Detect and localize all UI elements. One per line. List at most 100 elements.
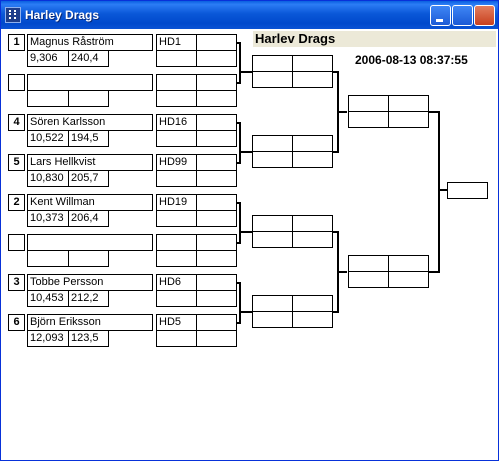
bracket-line [239, 282, 241, 324]
close-button[interactable] [474, 5, 495, 26]
result-field[interactable] [156, 130, 197, 147]
round2-field[interactable] [252, 151, 293, 168]
bracket-line [239, 231, 253, 233]
bracket-line [236, 282, 241, 284]
semifinal-field[interactable] [388, 111, 429, 128]
semifinal-field[interactable] [388, 255, 429, 272]
result-field[interactable] [196, 330, 237, 347]
speed-field[interactable]: 206,4 [68, 210, 109, 227]
result-field[interactable] [196, 90, 237, 107]
speed-field[interactable]: 205,7 [68, 170, 109, 187]
seed-number: 1 [8, 34, 25, 51]
result-field[interactable] [156, 50, 197, 67]
round2-field[interactable] [252, 71, 293, 88]
result-field[interactable] [196, 290, 237, 307]
bracket-line [236, 42, 241, 44]
semifinal-field[interactable] [348, 95, 389, 112]
semifinal-field[interactable] [348, 271, 389, 288]
result-field[interactable] [196, 170, 237, 187]
bracket-line [236, 122, 241, 124]
racer-name-field[interactable]: Magnus Råström [27, 34, 153, 51]
time-field[interactable]: 10,522 [27, 130, 69, 147]
semifinal-field[interactable] [348, 111, 389, 128]
round2-field[interactable] [292, 135, 333, 152]
racer-name-field[interactable] [27, 234, 153, 251]
seed-number: 2 [8, 194, 25, 211]
speed-field[interactable]: 240,4 [68, 50, 109, 67]
result-field[interactable] [196, 194, 237, 211]
result-field[interactable] [156, 330, 197, 347]
racer-name-field[interactable]: Tobbe Persson [27, 274, 153, 291]
result-field[interactable] [196, 210, 237, 227]
round2-field[interactable] [292, 295, 333, 312]
time-field[interactable] [27, 90, 69, 107]
result-field[interactable] [196, 274, 237, 291]
racer-name-field[interactable]: Björn Eriksson [27, 314, 153, 331]
racer-name-field[interactable]: Kent Willman [27, 194, 153, 211]
time-field[interactable] [27, 250, 69, 267]
bracket-line [239, 311, 253, 313]
bracket-line [236, 242, 241, 244]
bracket-line [438, 111, 440, 273]
bracket-line [239, 71, 253, 73]
speed-field[interactable]: 194,5 [68, 130, 109, 147]
speed-field[interactable]: 212,2 [68, 290, 109, 307]
result-field[interactable] [196, 154, 237, 171]
time-field[interactable]: 10,830 [27, 170, 69, 187]
speed-field[interactable] [68, 250, 109, 267]
result-field[interactable] [156, 250, 197, 267]
round2-field[interactable] [292, 71, 333, 88]
racer-name-field[interactable]: Lars Hellkvist [27, 154, 153, 171]
round2-field[interactable] [292, 151, 333, 168]
result-field[interactable] [196, 314, 237, 331]
round2-field[interactable] [252, 135, 293, 152]
final-winner-field[interactable] [447, 182, 488, 199]
time-field[interactable]: 10,453 [27, 290, 69, 307]
result-field[interactable] [196, 114, 237, 131]
result-field[interactable] [196, 74, 237, 91]
round2-field[interactable] [292, 231, 333, 248]
app-icon[interactable] [5, 7, 21, 23]
bracket-line [428, 111, 439, 113]
bracket-line [332, 311, 338, 313]
result-field[interactable] [196, 234, 237, 251]
minimize-button[interactable] [430, 5, 451, 26]
bracket-line [332, 151, 338, 153]
speed-field[interactable] [68, 90, 109, 107]
window-title: Harley Drags [25, 8, 100, 22]
round2-field[interactable] [252, 55, 293, 72]
result-field[interactable] [156, 210, 197, 227]
result-field[interactable] [156, 90, 197, 107]
round2-field[interactable] [252, 311, 293, 328]
racer-name-field[interactable]: Sören Karlsson [27, 114, 153, 131]
result-field[interactable] [196, 34, 237, 51]
time-field[interactable]: 9,306 [27, 50, 69, 67]
time-field[interactable]: 10,373 [27, 210, 69, 227]
title-bar[interactable]: Harley Drags [1, 1, 498, 29]
round2-field[interactable] [252, 295, 293, 312]
result-field[interactable] [156, 170, 197, 187]
round2-field[interactable] [252, 215, 293, 232]
result-field[interactable] [196, 50, 237, 67]
datetime-display: 2006-08-13 08:37:55 [355, 53, 468, 67]
round2-field[interactable] [292, 55, 333, 72]
semifinal-field[interactable] [348, 255, 389, 272]
event-heading: Harlev Drags [253, 31, 496, 47]
racer-name-field[interactable] [27, 74, 153, 91]
bracket-line [236, 202, 241, 204]
result-field[interactable] [196, 130, 237, 147]
round2-field[interactable] [252, 231, 293, 248]
round2-field[interactable] [292, 311, 333, 328]
semifinal-field[interactable] [388, 95, 429, 112]
bracket-line [239, 151, 253, 153]
time-field[interactable]: 12,093 [27, 330, 69, 347]
bracket-line [332, 231, 338, 233]
semifinal-field[interactable] [388, 271, 429, 288]
result-field[interactable] [156, 290, 197, 307]
round2-field[interactable] [292, 215, 333, 232]
maximize-button[interactable] [452, 5, 473, 26]
speed-field[interactable]: 123,5 [68, 330, 109, 347]
result-field[interactable] [196, 250, 237, 267]
